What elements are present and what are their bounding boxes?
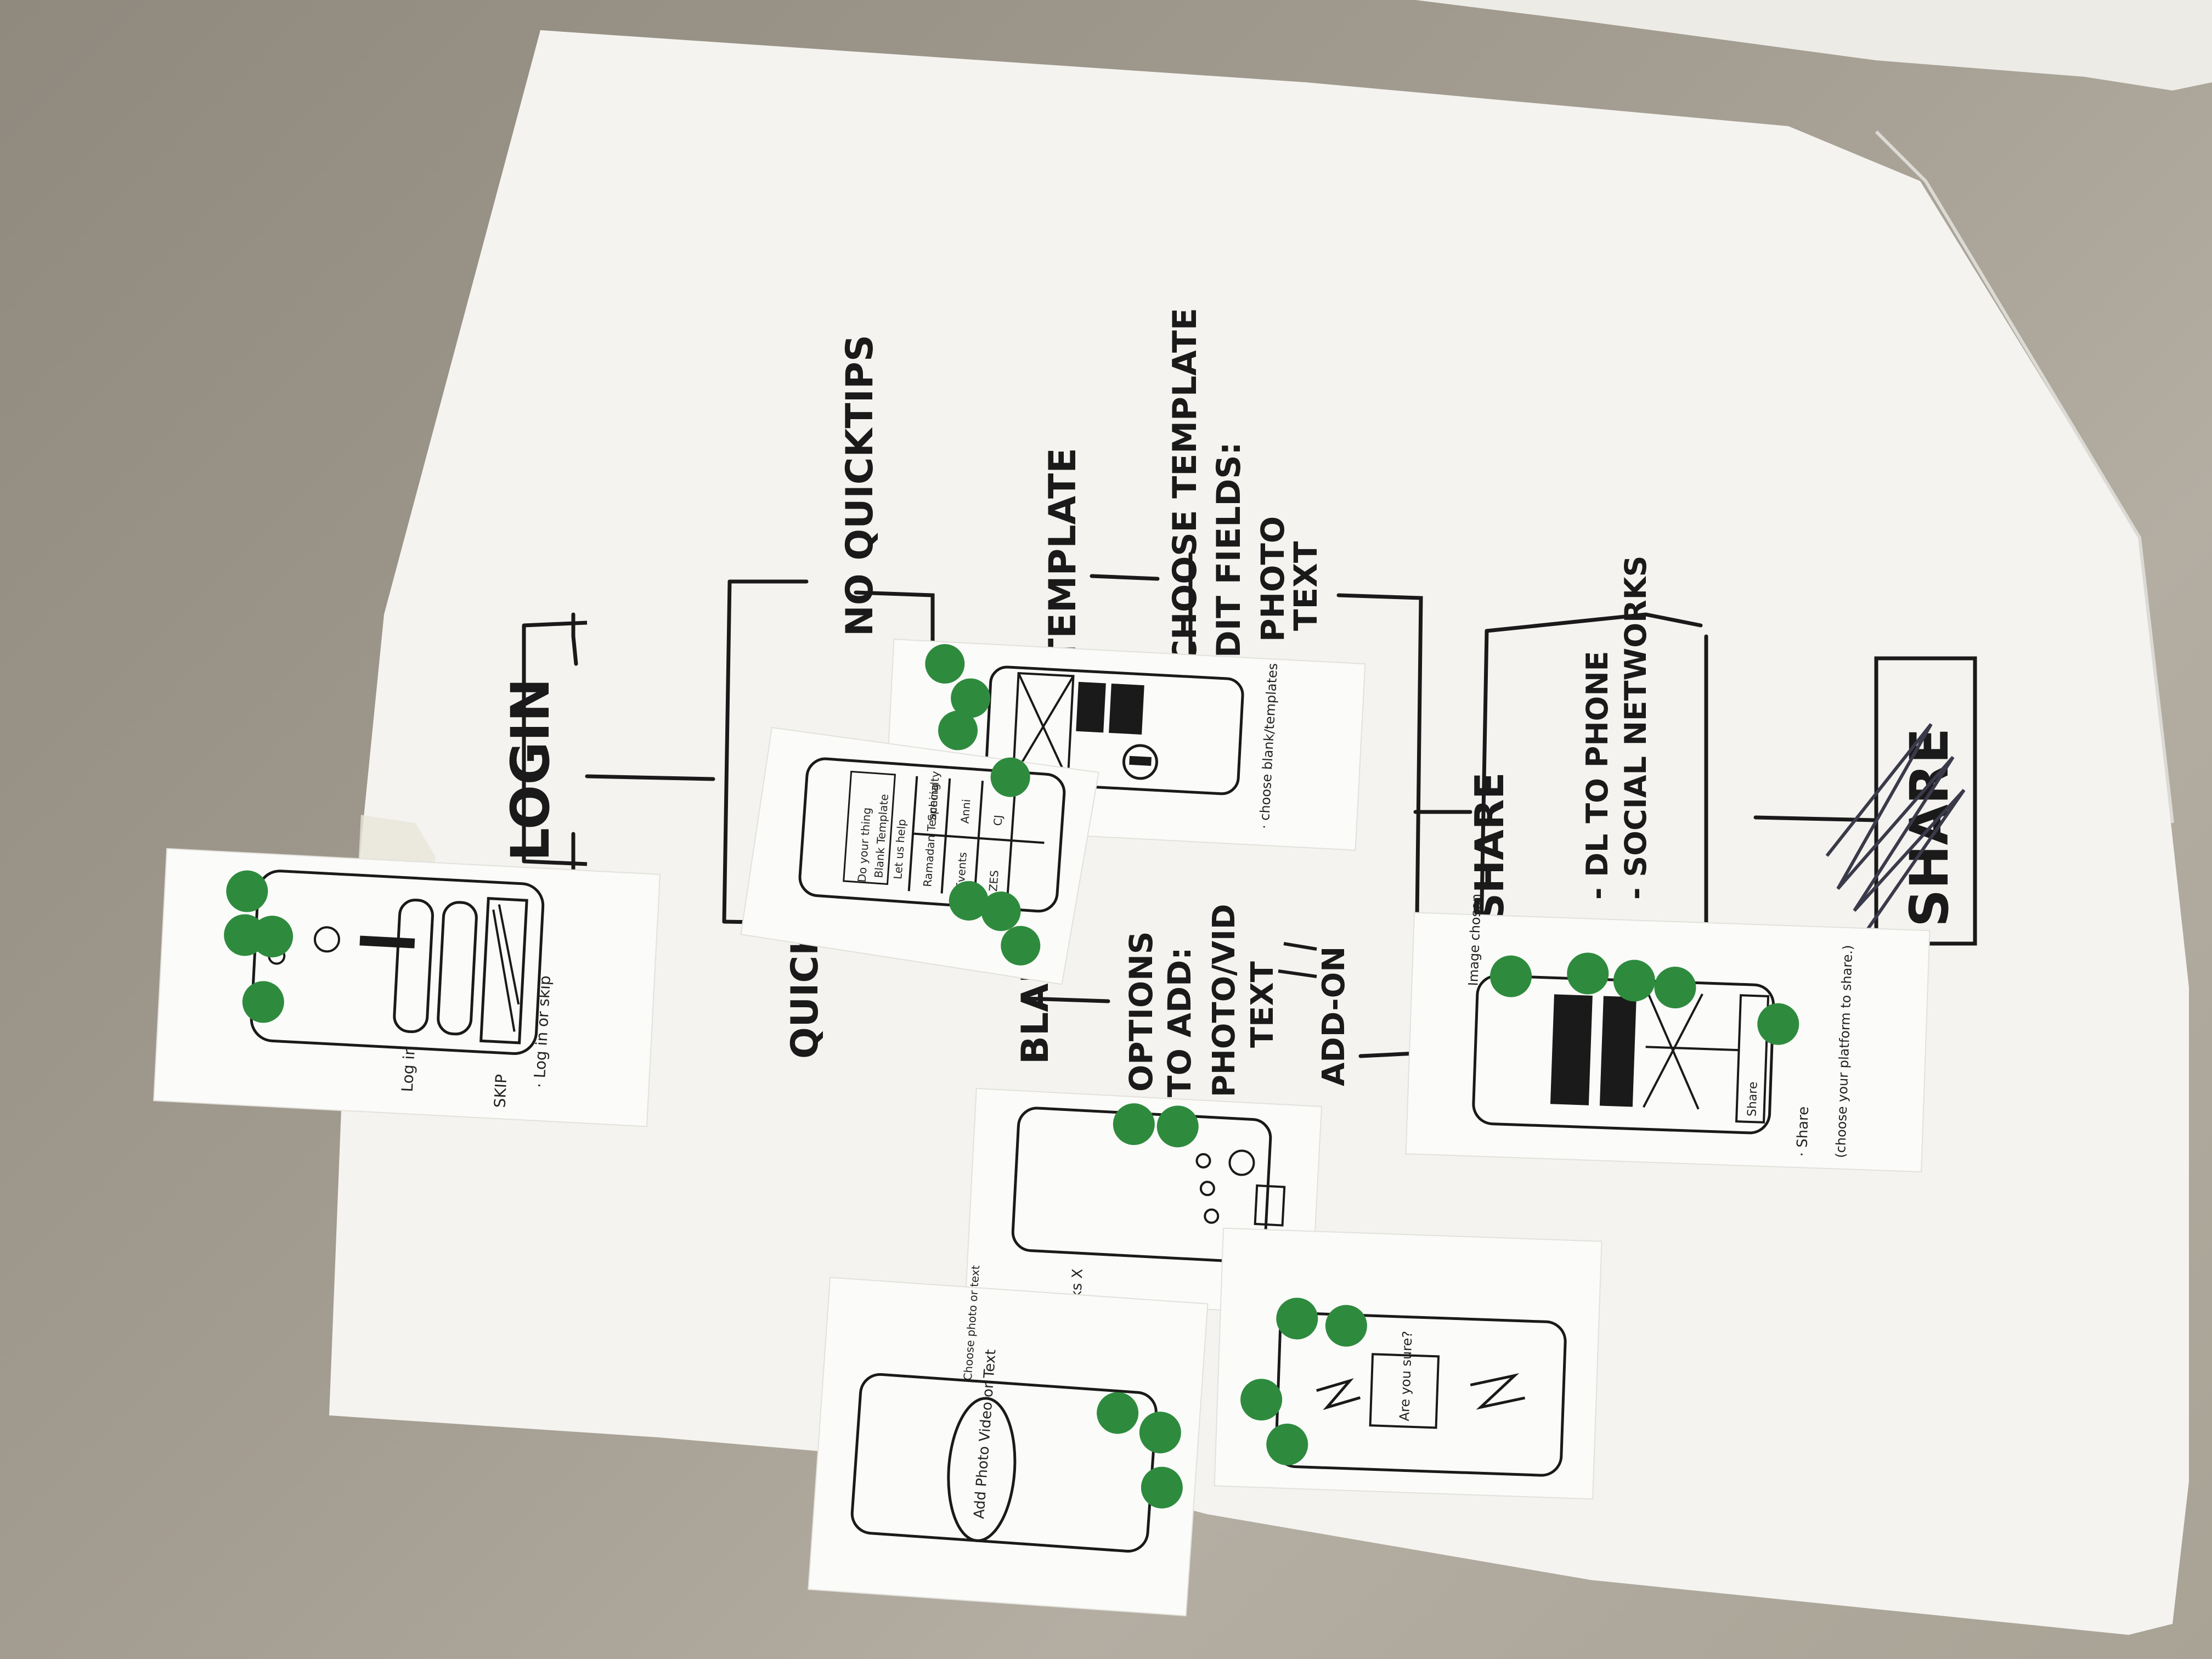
login-label: LOGIN xyxy=(500,678,561,861)
svg-text:· Share: · Share xyxy=(1794,1106,1812,1157)
edit-photo-note: PHOTO xyxy=(1254,516,1291,642)
svg-text:Log in: Log in xyxy=(398,1045,419,1092)
edit-fields-note: EDIT FIELDS: xyxy=(1210,442,1248,680)
top-paper xyxy=(1415,0,2212,91)
edit-text-note: TEXT xyxy=(1287,541,1324,631)
template-label: TEMPLATE xyxy=(1041,448,1085,664)
opt-addon-note: ADD-ON xyxy=(1316,946,1352,1086)
share-crossed-node: SHARE xyxy=(1825,656,1977,946)
login-sketch-card: · Log in or skip Log in SKIP xyxy=(153,815,661,1127)
options-note-2: TO ADD: xyxy=(1161,947,1198,1097)
options-note-1: OPTIONS xyxy=(1122,931,1160,1092)
svg-text:ZES: ZES xyxy=(986,870,1001,892)
svg-text:Image chosen: Image chosen xyxy=(1465,893,1484,986)
login-node: LOGIN xyxy=(500,620,588,866)
quicktips-sketch-card: Do your thing Blank Template Let us help… xyxy=(740,727,1099,985)
scribble-out xyxy=(1278,942,1317,978)
opt-text-note: TEXT xyxy=(1245,961,1280,1048)
add-sketch-card: Add Photo Video or Text Choose photo or … xyxy=(808,1265,1209,1617)
no-quicktips-label: NO QUICKTIPS xyxy=(838,335,882,636)
share-label: SHARE xyxy=(1466,772,1513,922)
svg-text:Are you sure?: Are you sure? xyxy=(1397,1331,1415,1421)
svg-text:SKIP: SKIP xyxy=(490,1074,510,1108)
share-sketch-card: Share Image chosen · Share (choose your … xyxy=(1405,893,1931,1172)
opt-photo-note: PHOTO/VID xyxy=(1206,904,1242,1097)
dl-to-phone-note: - DL TO PHONE xyxy=(1580,651,1615,900)
social-networks-note: - SOCIAL NETWORKS xyxy=(1618,556,1653,900)
svg-text:CJ: CJ xyxy=(991,815,1005,827)
svg-text:Anni: Anni xyxy=(958,799,973,824)
confirm-sketch-card: Are you sure? xyxy=(1214,1227,1602,1500)
svg-text:Share: Share xyxy=(1745,1081,1760,1116)
choose-template-note: CHOOSE TEMPLATE xyxy=(1166,308,1204,664)
